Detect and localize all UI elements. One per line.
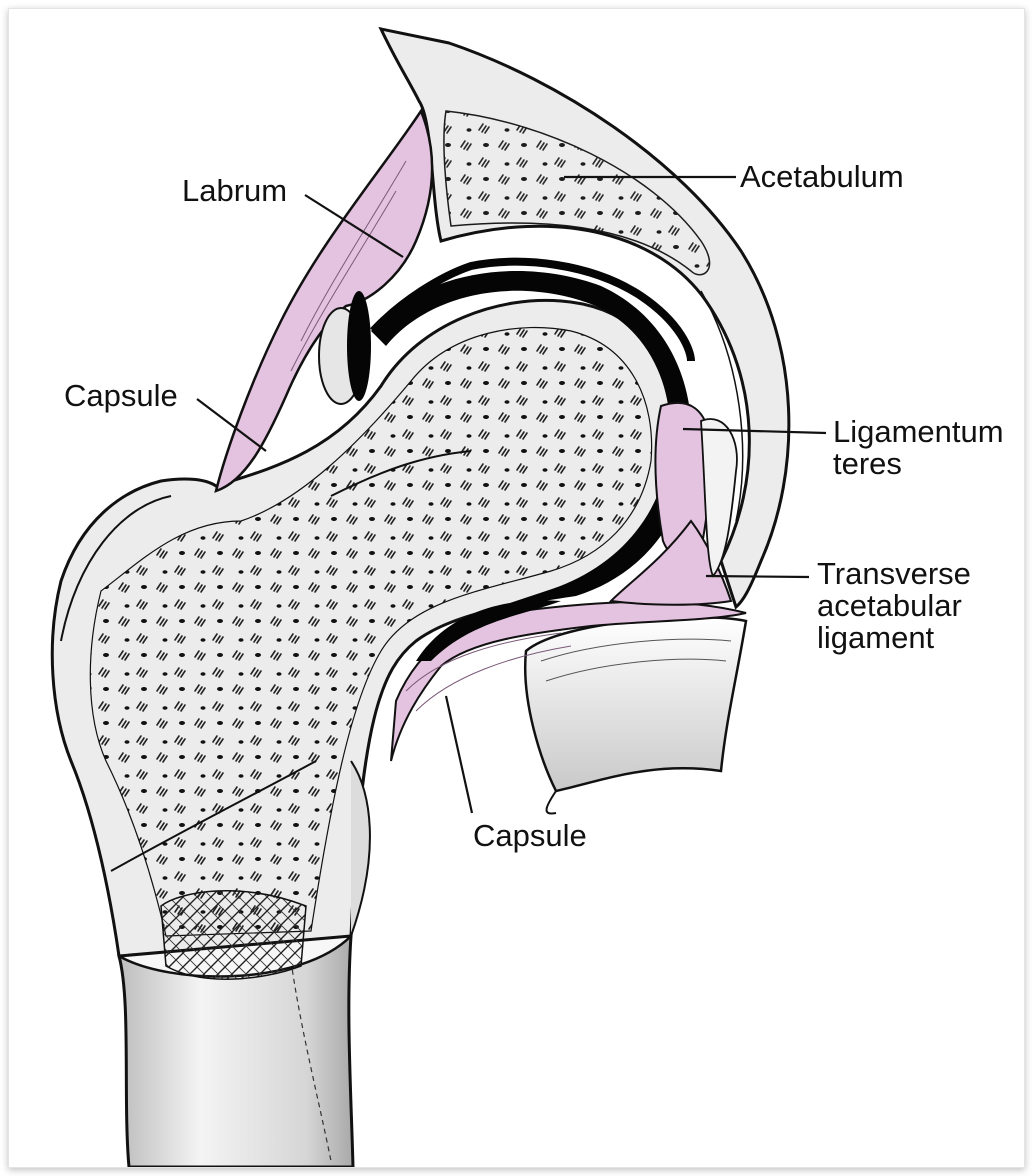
label-transverse-line1: Transverse <box>817 556 971 591</box>
label-capsule-lower: Capsule <box>473 818 587 853</box>
label-labrum: Labrum <box>182 173 287 208</box>
ischium <box>525 617 746 813</box>
label-transverse-line3: ligament <box>817 620 935 655</box>
label-acetabulum: Acetabulum <box>740 159 904 194</box>
label-capsule-upper: Capsule <box>64 378 178 413</box>
leader-transverse <box>706 576 809 577</box>
label-ligamentum-line1: Ligamentum <box>833 414 1004 449</box>
leader-capsule-lower <box>446 696 472 813</box>
label-ligamentum-line2: teres <box>833 446 902 481</box>
hip-joint-diagram: Labrum Acetabulum Capsule Ligamentum ter… <box>9 9 1024 1167</box>
label-transverse-line2: acetabular <box>817 588 962 623</box>
figure-frame: Labrum Acetabulum Capsule Ligamentum ter… <box>8 8 1025 1168</box>
